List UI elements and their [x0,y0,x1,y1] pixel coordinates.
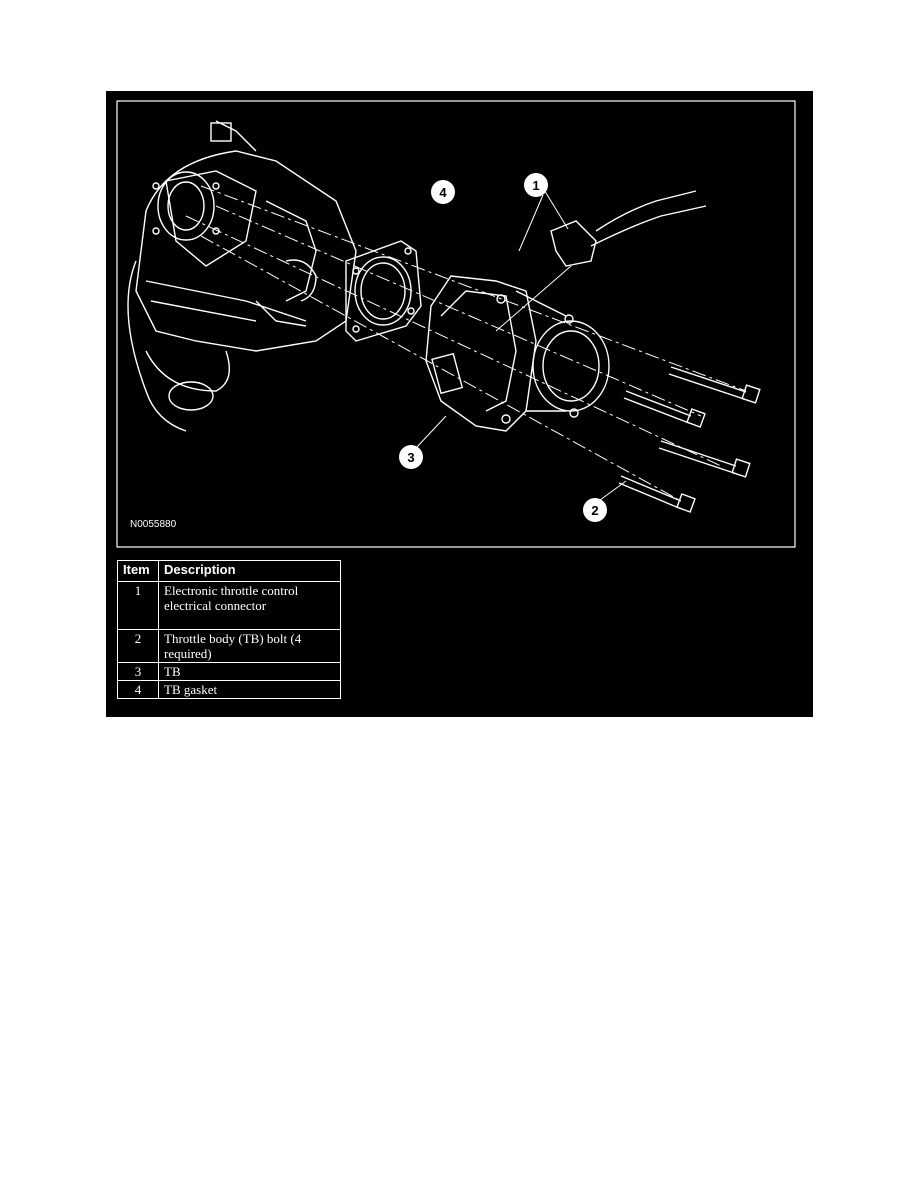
callout-leaders [415,187,627,504]
legend-description: Electronic throttle control electrical c… [158,581,341,630]
table-row: 1 Electronic throttle control electrical… [117,581,341,630]
legend-description: Throttle body (TB) bolt (4 required) [158,629,341,663]
throttle-body [425,275,610,432]
alignment-lines [185,185,747,502]
intake-manifold [127,120,357,432]
svg-text:3: 3 [407,450,414,465]
svg-text:1: 1 [532,178,539,193]
callout-4: 4 [431,180,455,204]
callout-2: 2 [583,498,607,522]
svg-text:2: 2 [591,503,598,518]
figure-panel: 1 4 3 2 N0055880 Item Description 1 Elec… [106,91,813,717]
legend-description: TB [158,662,341,681]
legend-table: Item Description 1 Electronic throttle c… [117,560,341,699]
legend-description: TB gasket [158,680,341,699]
illustration-frame [116,100,796,548]
table-row: 4 TB gasket [117,680,341,699]
throttle-body-exploded-view: 1 4 3 2 N0055880 [116,100,796,548]
tb-bolts [618,366,761,513]
legend-item: 2 [117,629,159,663]
electrical-connector [495,190,707,332]
callout-1: 1 [524,173,548,197]
table-row: 2 Throttle body (TB) bolt (4 required) [117,629,341,663]
callout-3: 3 [399,445,423,469]
legend-item: 3 [117,662,159,681]
legend-header-item: Item [117,560,159,582]
legend-item: 4 [117,680,159,699]
legend-header-row: Item Description [117,560,341,582]
legend-item: 1 [117,581,159,630]
figure-code: N0055880 [130,519,177,530]
legend-header-description: Description [158,560,341,582]
tb-gasket [345,240,422,342]
svg-text:4: 4 [439,185,447,200]
table-row: 3 TB [117,662,341,681]
